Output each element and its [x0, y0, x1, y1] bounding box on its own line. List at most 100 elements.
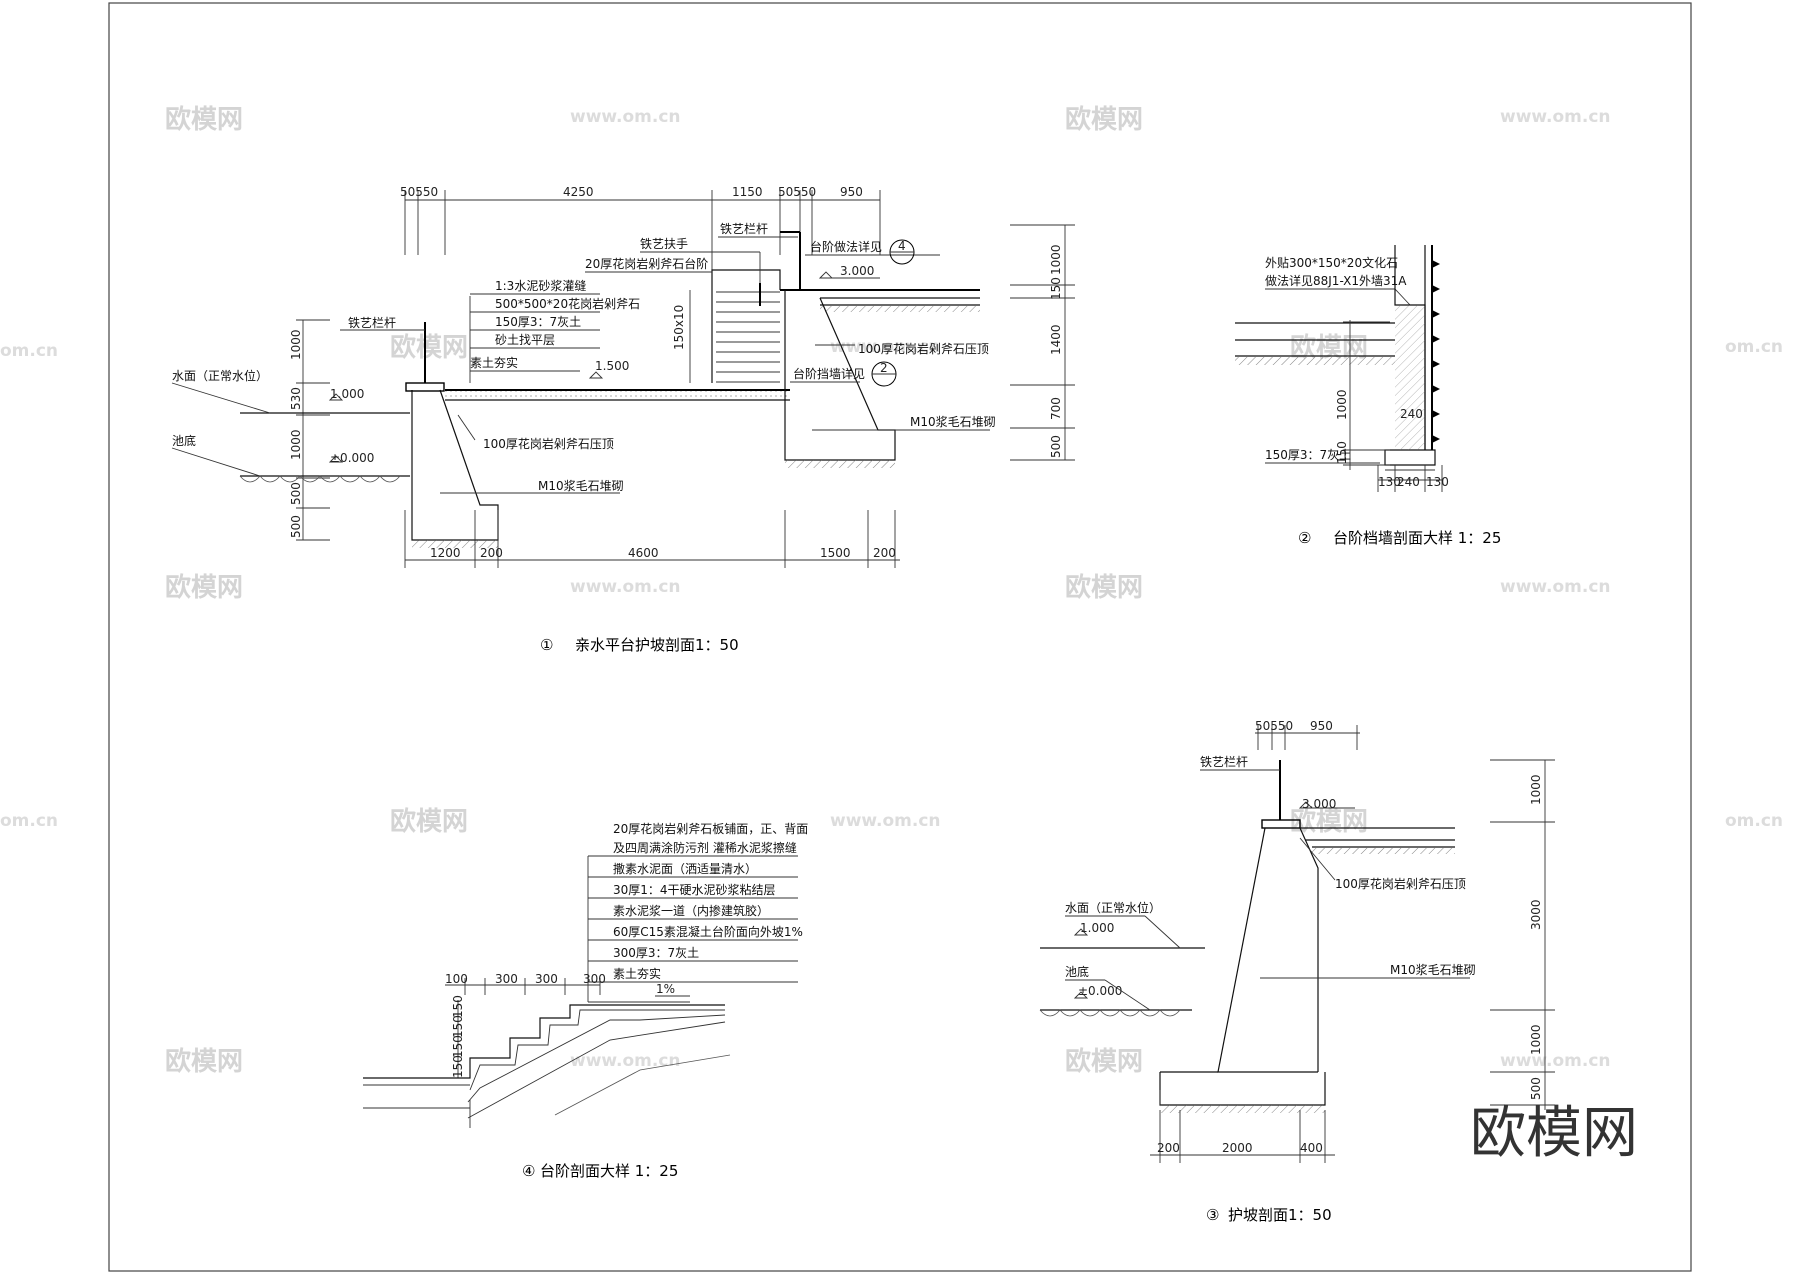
section-3-title-number: ③ — [1206, 1206, 1219, 1224]
watermark-url: www.om.cn — [570, 1051, 681, 1071]
watermark-url: www.om.cn — [570, 577, 681, 597]
dim-label: 1000 — [1335, 389, 1349, 420]
dim-label: 150 — [1049, 277, 1063, 300]
watermark-brand: 欧模网 — [165, 572, 243, 603]
label-handrail: 铁艺扶手 — [640, 236, 688, 251]
elevation-bottom: ±0.000 — [1078, 984, 1122, 998]
dim-label: 700 — [1049, 397, 1063, 420]
section-4-title-number: ④ — [522, 1162, 535, 1180]
section-2-title-number: ② — [1298, 529, 1311, 547]
dim-label: 1150 — [732, 185, 763, 199]
coping-stone — [1261, 819, 1301, 829]
label-water: 水面（正常水位） — [172, 368, 268, 383]
dim-label: 50550 — [1255, 719, 1293, 733]
dim-label: 500 — [1529, 1077, 1543, 1100]
layer-label: 500*500*20花岗岩剁斧石 — [495, 296, 640, 311]
watermark-brand: 欧模网 — [1290, 806, 1368, 837]
dim-label: 2000 — [1222, 1141, 1253, 1155]
label-pool-bottom: 池底 — [172, 433, 196, 448]
layer-label: 及四周满涂防污剂 灌稀水泥浆擦缝 — [613, 840, 797, 855]
dim-label: 500 — [289, 515, 303, 538]
label-rubble: M10浆毛石堆砌 — [1390, 962, 1476, 977]
layer-label: 砂土找平层 — [495, 333, 555, 347]
dim-label: 530 — [289, 387, 303, 410]
dim-label: 200 — [1157, 1141, 1180, 1155]
dim-label: 150 — [451, 1015, 465, 1038]
detail-ref-number: 4 — [898, 239, 906, 253]
label-pool-bottom: 池底 — [1065, 964, 1089, 979]
dim-label: 150 — [451, 995, 465, 1018]
label-rubble-right: M10浆毛石堆砌 — [910, 414, 996, 429]
dim-label: 4600 — [628, 546, 659, 560]
dim-label: 100 — [445, 972, 468, 986]
dim-label: 500 — [289, 482, 303, 505]
label-coping-right: 100厚花岗岩剁斧石压顶 — [858, 341, 989, 356]
dim-label: 300 — [495, 972, 518, 986]
note-line-2: 做法详见88J1-X1外墙31A — [1265, 273, 1407, 288]
watermark-url: www.om.cn — [830, 811, 941, 831]
dim-label: 150 — [1335, 441, 1349, 464]
layer-label: 150厚3：7灰土 — [495, 315, 581, 329]
section-2-drawing: 外贴300*150*20文化石 做法详见88J1-X1外墙31A 1000 15… — [1235, 245, 1501, 547]
label-railing-top: 铁艺栏杆 — [720, 221, 768, 236]
layer-label: 1:3水泥砂浆灌缝 — [495, 278, 586, 293]
dim-label: 240 — [1397, 475, 1420, 489]
dim-label: 150 — [451, 1055, 465, 1078]
layer-label: 素土夯实 — [613, 966, 661, 981]
dim-label: 50550 — [400, 185, 438, 199]
dim-label: 950 — [840, 185, 863, 199]
dim-label: 1200 — [430, 546, 461, 560]
watermark-brand: 欧模网 — [1065, 104, 1143, 135]
dim-label: 130 — [1378, 475, 1401, 489]
label-retaining-detail: 台阶挡墙详见 — [793, 366, 865, 381]
slope-label: 1% — [656, 982, 675, 996]
note-line-1: 外贴300*150*20文化石 — [1265, 255, 1398, 270]
label-step-detail: 台阶做法详见 — [810, 239, 882, 254]
section-1-title: 亲水平台护坡剖面1：50 — [575, 636, 739, 654]
elevation-bottom: ±0.000 — [330, 451, 374, 465]
label-rubble: M10浆毛石堆砌 — [538, 478, 624, 493]
dim-label: 130 — [1426, 475, 1449, 489]
layer-label: 素土夯实 — [470, 355, 518, 370]
dim-label: 3000 — [1529, 899, 1543, 930]
dim-label: 50550 — [778, 185, 816, 199]
section-1-drawing: 50550 4250 1150 50550 950 1000 530 1000 … — [171, 185, 1075, 654]
watermark-url: www.om.cn — [570, 107, 681, 127]
dim-label: 200 — [480, 546, 503, 560]
watermark-url: www.om.cn — [1500, 577, 1611, 597]
dim-label: 1000 — [1049, 244, 1063, 275]
watermark-brand: 欧模网 — [390, 332, 468, 363]
step-dimension: 150x10 — [672, 305, 686, 350]
label-railing-left: 铁艺栏杆 — [348, 315, 396, 330]
layer-label: 撒素水泥面（洒适量清水） — [613, 861, 757, 876]
watermark-url: om.cn — [0, 811, 58, 831]
watermark-url: www.om.cn — [1500, 1051, 1611, 1071]
dim-label: 200 — [873, 546, 896, 560]
label-coping: 100厚花岗岩剁斧石压顶 — [483, 436, 614, 451]
dim-label: 240 — [1400, 407, 1423, 421]
watermark-brand: 欧模网 — [165, 104, 243, 135]
dim-label: 1000 — [289, 429, 303, 460]
label-water: 水面（正常水位） — [1065, 900, 1161, 915]
dim-label: 1000 — [1529, 1024, 1543, 1055]
dim-label: 950 — [1310, 719, 1333, 733]
dim-label: 1000 — [289, 329, 303, 360]
section-3-title: 护坡剖面1：50 — [1228, 1206, 1332, 1224]
watermark-url: www.om.cn — [830, 337, 941, 357]
watermark-layer: 欧模网 www.om.cn 欧模网 www.om.cn om.cn 欧模网 ww… — [0, 104, 1783, 1077]
layer-label: 60厚C15素混凝土台阶面向外坡1% — [613, 924, 803, 939]
watermark-brand: 欧模网 — [390, 806, 468, 837]
coping-stone — [405, 382, 445, 392]
elevation-top: 3.000 — [840, 264, 874, 278]
dim-label: 1500 — [820, 546, 851, 560]
dim-label: 300 — [583, 972, 606, 986]
watermark-url: www.om.cn — [1500, 107, 1611, 127]
dim-label: 1400 — [1049, 324, 1063, 355]
section-3-drawing: 50550 950 铁艺栏杆 3.000 100厚花岗岩剁斧石压顶 M10浆毛石… — [1039, 719, 1555, 1224]
label-stair: 20厚花岗岩剁斧石台阶 — [585, 256, 708, 271]
layer-label: 150厚3：7灰土 — [1265, 448, 1351, 462]
watermark-url: om.cn — [1725, 811, 1783, 831]
section-2-title: 台阶档墙剖面大样 1：25 — [1333, 529, 1501, 547]
elevation-top: 3.000 — [1302, 797, 1336, 811]
